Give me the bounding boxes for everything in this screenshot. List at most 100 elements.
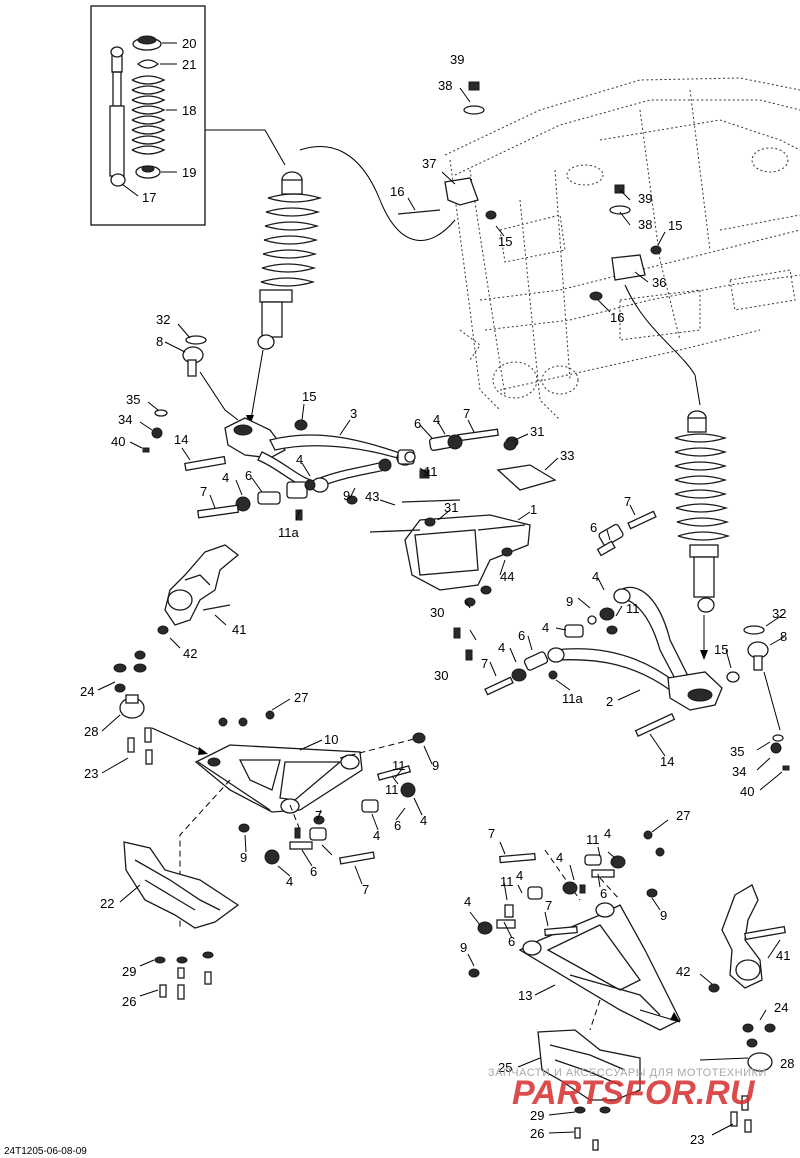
callout-35: 35 — [730, 744, 744, 759]
callout-6: 6 — [590, 520, 597, 535]
callout-38: 38 — [438, 78, 452, 93]
callout-16: 16 — [610, 310, 624, 325]
watermark-logo: PARTSFOR.RU — [512, 1074, 756, 1112]
inset-frame — [90, 5, 206, 226]
callout-28: 28 — [780, 1056, 794, 1071]
callout-4: 4 — [592, 569, 599, 584]
lower-a-arm-left-10 — [151, 727, 419, 930]
callout-4: 4 — [222, 470, 229, 485]
callout-30: 30 — [434, 668, 448, 683]
callout-6: 6 — [600, 886, 607, 901]
callout-7: 7 — [362, 882, 369, 897]
callout-1: 1 — [530, 502, 537, 517]
callout-25: 25 — [498, 1060, 512, 1075]
callout-17: 17 — [142, 190, 156, 205]
callout-6: 6 — [414, 416, 421, 431]
skid-plate-25 — [537, 1029, 641, 1151]
callout-9: 9 — [240, 850, 247, 865]
spring-seat-19 — [135, 165, 161, 179]
callout-40: 40 — [111, 434, 125, 449]
callout-31: 31 — [530, 424, 544, 439]
callout-11: 11 — [392, 758, 406, 773]
callout-26: 26 — [530, 1126, 544, 1141]
shock-exploded-inset: 20 21 18 19 17 — [90, 5, 206, 226]
callout-4: 4 — [498, 640, 505, 655]
document-id: 24T1205-06-08-09 — [4, 1146, 87, 1157]
callout-7: 7 — [200, 484, 207, 499]
spring-18 — [131, 75, 166, 155]
callout-43: 43 — [365, 489, 379, 504]
shock-body-17 — [109, 46, 126, 187]
upper-a-arm-right-2 — [547, 586, 723, 711]
callout-4: 4 — [420, 813, 427, 828]
steering-knuckle-left — [157, 544, 240, 635]
callout-11: 11 — [385, 782, 399, 797]
callout-32: 32 — [772, 606, 786, 621]
callout-39: 39 — [450, 52, 464, 67]
callout-41: 41 — [232, 622, 246, 637]
callout-11: 11 — [424, 464, 438, 479]
callout-29: 29 — [122, 964, 136, 979]
ball-joint-lower-left-28 — [113, 650, 153, 765]
spring-seat-20 — [132, 35, 162, 51]
callout-4: 4 — [373, 828, 380, 843]
callout-44: 44 — [500, 569, 514, 584]
callout-9: 9 — [660, 908, 667, 923]
callout-24: 24 — [774, 1000, 788, 1015]
ball-joint-left-8 — [142, 335, 239, 453]
callout-6: 6 — [245, 468, 252, 483]
callout-11: 11 — [586, 832, 600, 847]
callout-8: 8 — [156, 334, 163, 349]
callout-35: 35 — [126, 392, 140, 407]
skid-plate-22 — [123, 841, 240, 1000]
callout-29: 29 — [530, 1108, 544, 1123]
upper-a-arm-left-3 — [224, 417, 414, 493]
callout-10: 10 — [324, 732, 338, 747]
callout-4: 4 — [464, 894, 471, 909]
ball-joint-right-8 — [743, 625, 790, 771]
callout-11: 11 — [626, 601, 640, 616]
callout-14: 14 — [174, 432, 188, 447]
upper-right-arm-hardware — [484, 510, 740, 738]
callout-27: 27 — [294, 690, 308, 705]
shock-assembly-right — [624, 284, 731, 660]
callout-41: 41 — [776, 948, 790, 963]
callout-7: 7 — [481, 656, 488, 671]
retainer-clip-21 — [136, 59, 160, 69]
callout-39: 39 — [638, 191, 652, 206]
callout-36: 36 — [652, 275, 666, 290]
callout-11: 11 — [500, 874, 514, 889]
steering-knuckle-right — [708, 884, 786, 993]
callout-8: 8 — [780, 629, 787, 644]
callout-4: 4 — [604, 826, 611, 841]
callout-9: 9 — [343, 488, 350, 503]
callout-4: 4 — [542, 620, 549, 635]
callout-26: 26 — [122, 994, 136, 1009]
callout-16: 16 — [390, 184, 404, 199]
callout-38: 38 — [638, 217, 652, 232]
callout-23: 23 — [84, 766, 98, 781]
inset-pointer — [205, 129, 286, 166]
vehicle-frame — [444, 77, 800, 421]
callout-27: 27 — [676, 808, 690, 823]
callouts: 39 38 37 16 15 39 38 15 36 16 32 8 35 34… — [80, 52, 794, 1147]
callout-3: 3 — [350, 406, 357, 421]
callout-6: 6 — [310, 864, 317, 879]
callout-28: 28 — [84, 724, 98, 739]
callout-15: 15 — [498, 234, 512, 249]
lower-right-arm-hardware — [468, 830, 665, 978]
callout-19: 19 — [182, 165, 196, 180]
callout-33: 33 — [560, 448, 574, 463]
callout-20: 20 — [182, 36, 196, 51]
watermark-tagline: ЗАПЧАСТИ И АКСЕССУАРЫ ДЛЯ МОТОТЕХНИКИ — [488, 1067, 767, 1079]
callout-34: 34 — [732, 764, 746, 779]
callout-37: 37 — [422, 156, 436, 171]
callout-11a: 11a — [278, 525, 299, 540]
leader-lines — [97, 87, 785, 1136]
callout-13: 13 — [518, 988, 532, 1003]
upper-left-arm-hardware — [184, 419, 519, 521]
callout-6: 6 — [394, 818, 401, 833]
callout-9: 9 — [432, 758, 439, 773]
ball-joint-lower-right-28 — [699, 1023, 776, 1133]
callout-4: 4 — [516, 868, 523, 883]
